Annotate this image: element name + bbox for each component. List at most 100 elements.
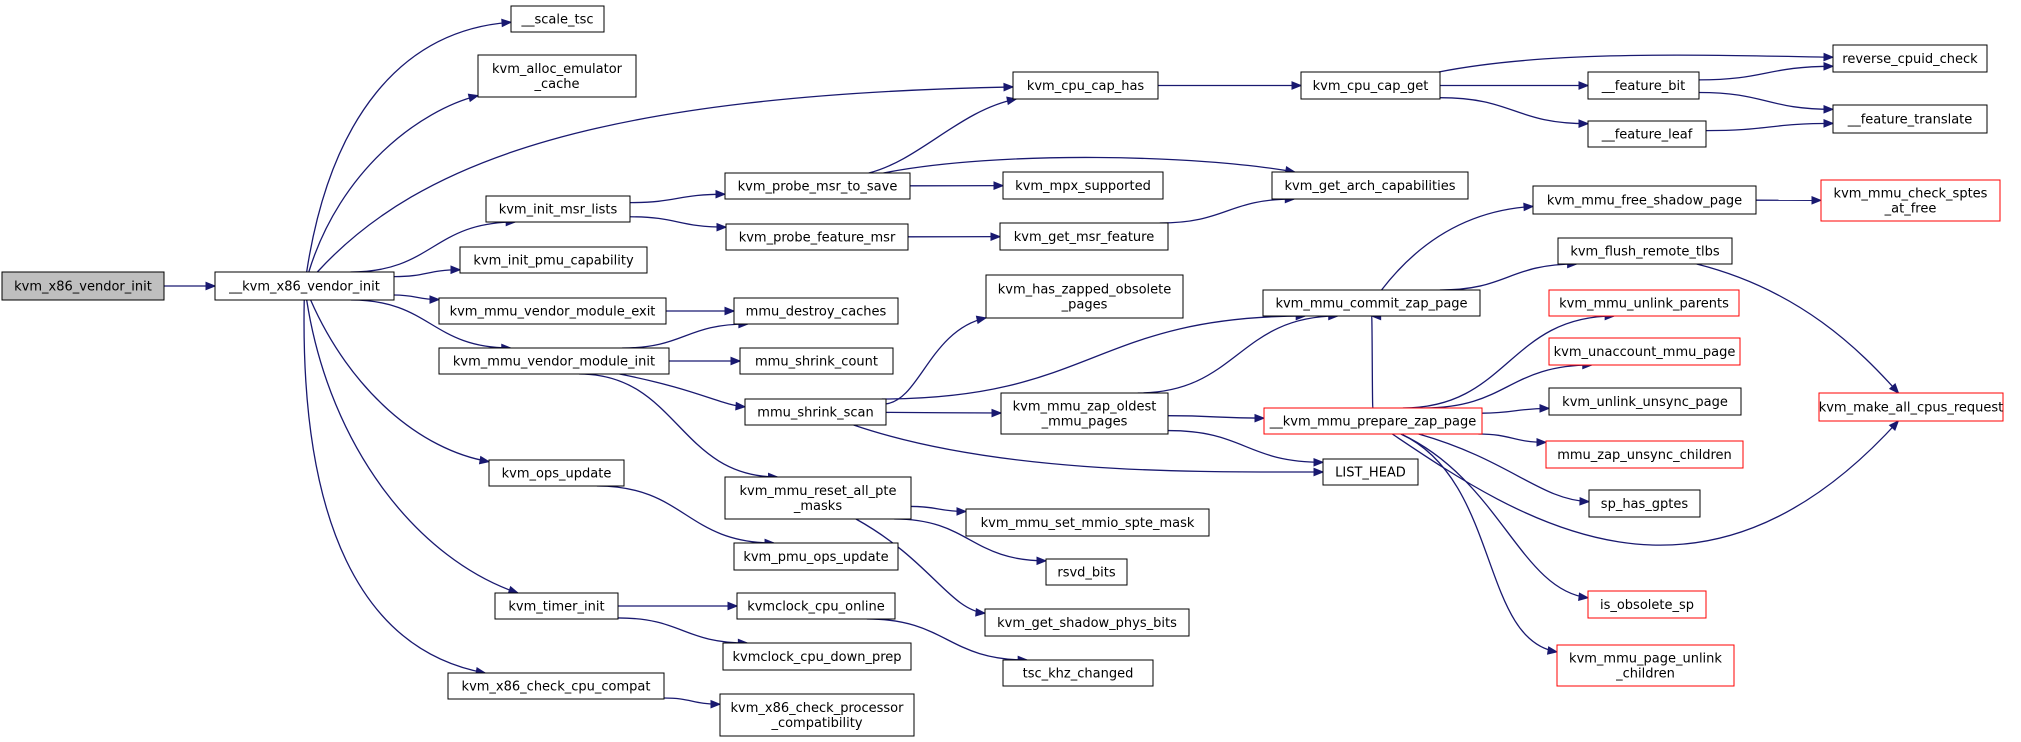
- node-feature-bit[interactable]: __feature_bit: [1587, 71, 1700, 100]
- node-kvmclock-cpu-online[interactable]: kvmclock_cpu_online: [736, 592, 896, 620]
- node-label: tsc_khz_changed: [1023, 667, 1134, 682]
- node-label: _mmu_pages: [1041, 415, 1128, 430]
- node-label: kvmclock_cpu_down_prep: [732, 650, 901, 665]
- node-label: reverse_cpuid_check: [1842, 52, 1978, 67]
- edge-kvm_probe_feature_msr-to-kvm_get_msr_feature: [907, 232, 1002, 241]
- node-label: kvm_unaccount_mmu_page: [1554, 345, 1736, 360]
- node-label: _at_free: [1884, 202, 1937, 217]
- node-kvm-mmu-free-shadow-page[interactable]: kvm_mmu_free_shadow_page: [1532, 185, 1757, 215]
- node-tsc-khz-changed[interactable]: tsc_khz_changed: [1002, 659, 1154, 687]
- node-label: kvm_mmu_free_shadow_page: [1547, 194, 1742, 209]
- node-label: _masks: [793, 499, 842, 514]
- node-LIST-HEAD[interactable]: LIST_HEAD: [1322, 458, 1419, 486]
- node-kvm-init-msr-lists[interactable]: kvm_init_msr_lists: [485, 195, 631, 223]
- node-kvm-has-zapped-obsolete-pages[interactable]: kvm_has_zapped_obsolete_pages: [985, 274, 1184, 319]
- edge-mmu_shrink_scan-to-kvm_has_zapped_obsolete_pages: [885, 315, 988, 405]
- node-mmu-shrink-count[interactable]: mmu_shrink_count: [739, 347, 894, 375]
- node-label: kvm_mmu_set_mmio_spte_mask: [981, 516, 1195, 531]
- node-kvm-probe-feature-msr[interactable]: kvm_probe_feature_msr: [725, 223, 909, 251]
- node-kvm-mmu-check-sptes-at-free[interactable]: kvm_mmu_check_sptes_at_free: [1820, 179, 2001, 222]
- node-kvm-mmu-zap-oldest-mmu-pages[interactable]: kvm_mmu_zap_oldest_mmu_pages: [1000, 392, 1169, 435]
- node-kvm-x86-vendor-init[interactable]: __kvm_x86_vendor_init: [214, 271, 395, 301]
- node-mmu-shrink-scan[interactable]: mmu_shrink_scan: [744, 398, 887, 426]
- node-label: kvm_mmu_page_unlink: [1569, 652, 1722, 667]
- node-kvm-cpu-cap-has[interactable]: kvm_cpu_cap_has: [1012, 71, 1159, 100]
- node-kvm-mmu-page-unlink-children[interactable]: kvm_mmu_page_unlink_children: [1556, 644, 1735, 687]
- edge-kvm_mmu_reset_all_pte_masks-to-kvm_mmu_set_mmio_spte_mask: [910, 505, 968, 516]
- node-kvm-x86-check-cpu-compat[interactable]: kvm_x86_check_cpu_compat: [447, 672, 665, 700]
- node-kvm-mmu-prepare-zap-page[interactable]: __kvm_mmu_prepare_zap_page: [1263, 407, 1483, 435]
- edge-kvm_mmu_vendor_module_exit-to-mmu_destroy_caches: [666, 306, 736, 316]
- node-label: kvm_mmu_unlink_parents: [1559, 297, 1729, 312]
- node-label: kvm_probe_feature_msr: [739, 231, 896, 246]
- node-label: kvm_make_all_cpus_request: [1819, 401, 2004, 416]
- node-label: __feature_leaf: [1601, 128, 1693, 143]
- node-label: kvm_mpx_supported: [1015, 179, 1151, 194]
- node-label: _cache: [534, 77, 580, 92]
- node-kvm-get-shadow-phys-bits[interactable]: kvm_get_shadow_phys_bits: [984, 608, 1190, 637]
- edge-kvm_probe_msr_to_save-to-kvm_cpu_cap_has: [868, 96, 1018, 174]
- node-kvm-flush-remote-tlbs[interactable]: kvm_flush_remote_tlbs: [1557, 237, 1733, 265]
- node-label: __kvm_mmu_prepare_zap_page: [1269, 415, 1477, 430]
- edge-__feature_leaf-to-__feature_translate: [1705, 119, 1835, 132]
- edge-kvm_x86_vendor_init-to-__kvm_x86_vendor_init: [163, 281, 217, 291]
- node-reverse-cpuid-check[interactable]: reverse_cpuid_check: [1832, 44, 1988, 73]
- node-kvm-timer-init[interactable]: kvm_timer_init: [494, 592, 619, 620]
- edge-__kvm_x86_vendor_init-to-kvm_ops_update: [310, 299, 491, 465]
- node-kvm-pmu-ops-update[interactable]: kvm_pmu_ops_update: [733, 542, 899, 571]
- node-kvm-mpx-supported[interactable]: kvm_mpx_supported: [1002, 171, 1164, 200]
- node-kvm-get-arch-capabilities[interactable]: kvm_get_arch_capabilities: [1271, 171, 1469, 200]
- node-label: kvm_mmu_vendor_module_init: [453, 355, 655, 370]
- node-label: __feature_translate: [1847, 113, 1973, 128]
- edge-kvm_mmu_zap_oldest_mmu_pages-to-kvm_mmu_commit_zap_page: [1137, 311, 1340, 394]
- node-sp-has-gptes[interactable]: sp_has_gptes: [1588, 489, 1701, 518]
- node-kvm-cpu-cap-get[interactable]: kvm_cpu_cap_get: [1300, 71, 1441, 100]
- edge-kvm_mmu_commit_zap_page-to-kvm_mmu_free_shadow_page: [1380, 202, 1535, 291]
- node-kvm-mmu-commit-zap-page[interactable]: kvm_mmu_commit_zap_page: [1262, 289, 1481, 317]
- node-kvm-mmu-reset-all-pte-masks[interactable]: kvm_mmu_reset_all_pte_masks: [724, 476, 912, 520]
- node-mmu-zap-unsync-children[interactable]: mmu_zap_unsync_children: [1545, 440, 1744, 469]
- edge-__feature_bit-to-__feature_translate: [1698, 91, 1835, 114]
- node-kvm-make-all-cpus-request[interactable]: kvm_make_all_cpus_request: [1818, 392, 2004, 422]
- node-label: kvm_ops_update: [502, 467, 612, 482]
- node-label: kvm_get_msr_feature: [1014, 230, 1154, 245]
- node-rsvd-bits[interactable]: rsvd_bits: [1045, 558, 1128, 586]
- node-kvm-alloc-emulator-cache[interactable]: kvm_alloc_emulator_cache: [477, 54, 637, 98]
- node-kvm-mmu-unlink-parents[interactable]: kvm_mmu_unlink_parents: [1548, 289, 1740, 317]
- edge-kvm_cpu_cap_get-to-reverse_cpuid_check: [1438, 52, 1835, 73]
- node-label: kvm_mmu_zap_oldest: [1013, 400, 1157, 415]
- node-feature-translate[interactable]: __feature_translate: [1832, 104, 1988, 134]
- node-kvm-x86-check-processor-compatibility[interactable]: kvm_x86_check_processor_compatibility: [719, 693, 915, 737]
- edge-mmu_shrink_scan-to-kvm_mmu_zap_oldest_mmu_pages: [885, 408, 1003, 418]
- node-kvmclock-cpu-down-prep[interactable]: kvmclock_cpu_down_prep: [722, 642, 912, 671]
- edge-kvm_cpu_cap_get-to-__feature_bit: [1440, 81, 1590, 90]
- edge-kvm_mmu_vendor_module_init-to-mmu_destroy_caches: [622, 319, 750, 349]
- node-mmu-destroy-caches[interactable]: mmu_destroy_caches: [733, 297, 899, 325]
- node-kvm-x86-vendor-init[interactable]: kvm_x86_vendor_init: [1, 271, 165, 301]
- node-label: mmu_shrink_count: [755, 355, 878, 370]
- edge-__kvm_mmu_prepare_zap_page-to-kvm_mmu_page_unlink_children: [1400, 433, 1559, 655]
- node-is-obsolete-sp[interactable]: is_obsolete_sp: [1587, 590, 1707, 619]
- node-kvm-ops-update[interactable]: kvm_ops_update: [488, 459, 625, 487]
- edge-__kvm_x86_vendor_init-to-kvm_cpu_cap_has: [316, 82, 1015, 273]
- node-kvm-unlink-unsync-page[interactable]: kvm_unlink_unsync_page: [1548, 387, 1742, 416]
- node-label: kvm_flush_remote_tlbs: [1570, 245, 1720, 260]
- node-kvm-probe-msr-to-save[interactable]: kvm_probe_msr_to_save: [724, 172, 911, 200]
- node-label: kvm_mmu_commit_zap_page: [1275, 297, 1467, 312]
- edge-kvm_mmu_zap_oldest_mmu_pages-to-__kvm_mmu_prepare_zap_page: [1167, 413, 1266, 423]
- node-kvm-mmu-vendor-module-exit[interactable]: kvm_mmu_vendor_module_exit: [438, 297, 667, 325]
- node-kvm-get-msr-feature[interactable]: kvm_get_msr_feature: [999, 222, 1169, 251]
- node-label: _pages: [1061, 298, 1108, 313]
- node-feature-leaf[interactable]: __feature_leaf: [1587, 120, 1707, 148]
- edge-__kvm_x86_vendor_init-to-kvm_timer_init: [306, 299, 520, 595]
- node-kvm-mmu-vendor-module-init[interactable]: kvm_mmu_vendor_module_init: [438, 347, 670, 375]
- node-label: sp_has_gptes: [1601, 497, 1689, 512]
- node-kvm-mmu-set-mmio-spte-mask[interactable]: kvm_mmu_set_mmio_spte_mask: [965, 508, 1210, 537]
- node-kvm-unaccount-mmu-page[interactable]: kvm_unaccount_mmu_page: [1548, 337, 1741, 366]
- node-label: mmu_destroy_caches: [746, 305, 887, 320]
- node-kvm-init-pmu-capability[interactable]: kvm_init_pmu_capability: [459, 246, 648, 274]
- node-label: kvm_get_shadow_phys_bits: [997, 616, 1177, 631]
- node-scale-tsc[interactable]: __scale_tsc: [510, 5, 605, 33]
- node-label: LIST_HEAD: [1335, 466, 1406, 481]
